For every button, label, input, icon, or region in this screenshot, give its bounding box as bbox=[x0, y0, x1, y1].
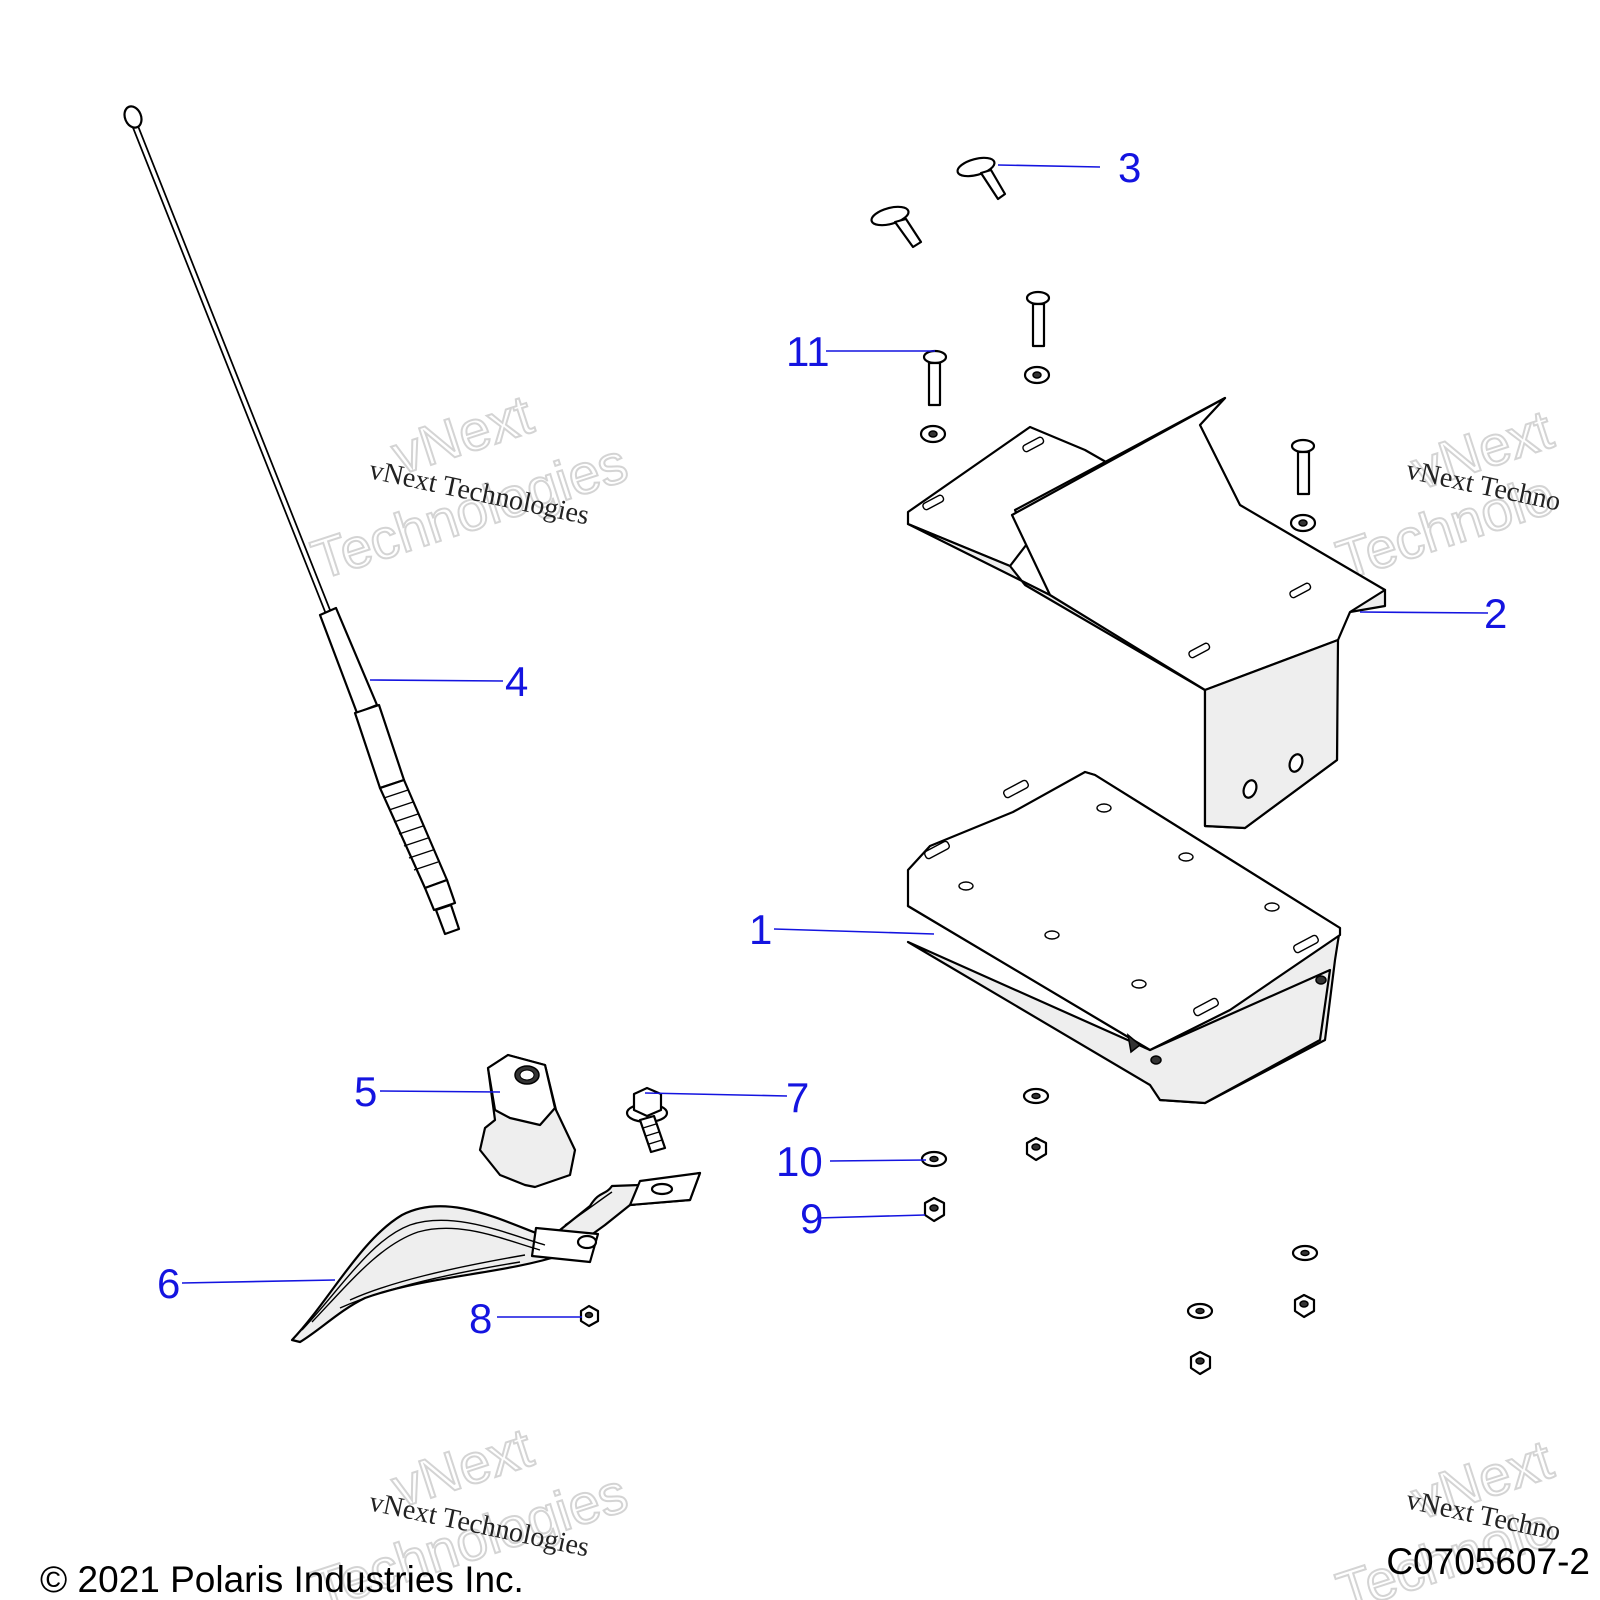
callout-10: 10 bbox=[776, 1138, 823, 1185]
lower-hardware bbox=[1022, 1087, 1319, 1376]
washer-part-10 bbox=[920, 1150, 948, 1168]
callout-5: 5 bbox=[354, 1068, 377, 1115]
callout-7: 7 bbox=[786, 1074, 809, 1121]
mounting-strap bbox=[290, 1171, 702, 1344]
mounting-bracket bbox=[906, 396, 1387, 830]
watermark-top-right: vNext Technolo vNext Techno bbox=[1328, 396, 1563, 592]
electronic-module bbox=[906, 770, 1342, 1105]
antenna-mount bbox=[478, 1053, 577, 1189]
push-rivet-2 bbox=[870, 205, 923, 249]
watermark-top-left: vNext Technologies vNext Technologies bbox=[303, 381, 635, 592]
callout-11: 11 bbox=[786, 328, 830, 375]
callout-9: 9 bbox=[800, 1195, 823, 1242]
figure-code: C0705607-2 bbox=[1386, 1541, 1590, 1582]
leader-lines bbox=[181, 164, 1489, 1318]
screw-a bbox=[922, 349, 948, 407]
screw-b bbox=[1025, 290, 1051, 348]
copyright-text: © 2021 Polaris Industries Inc. bbox=[40, 1559, 524, 1600]
screw-c bbox=[1290, 438, 1316, 496]
antenna-whip bbox=[123, 105, 461, 936]
callout-1: 1 bbox=[749, 906, 772, 953]
callout-4: 4 bbox=[505, 658, 528, 705]
flange-bolt bbox=[625, 1086, 669, 1154]
callout-labels: 3 11 2 4 1 5 7 10 9 6 8 bbox=[157, 144, 1507, 1342]
callout-2: 2 bbox=[1484, 590, 1507, 637]
push-rivet-1 bbox=[956, 156, 1007, 201]
nut-part-8 bbox=[579, 1304, 600, 1328]
callout-8: 8 bbox=[469, 1295, 492, 1342]
nut-part-9 bbox=[923, 1196, 946, 1223]
callout-6: 6 bbox=[157, 1260, 180, 1307]
callout-3: 3 bbox=[1118, 144, 1141, 191]
